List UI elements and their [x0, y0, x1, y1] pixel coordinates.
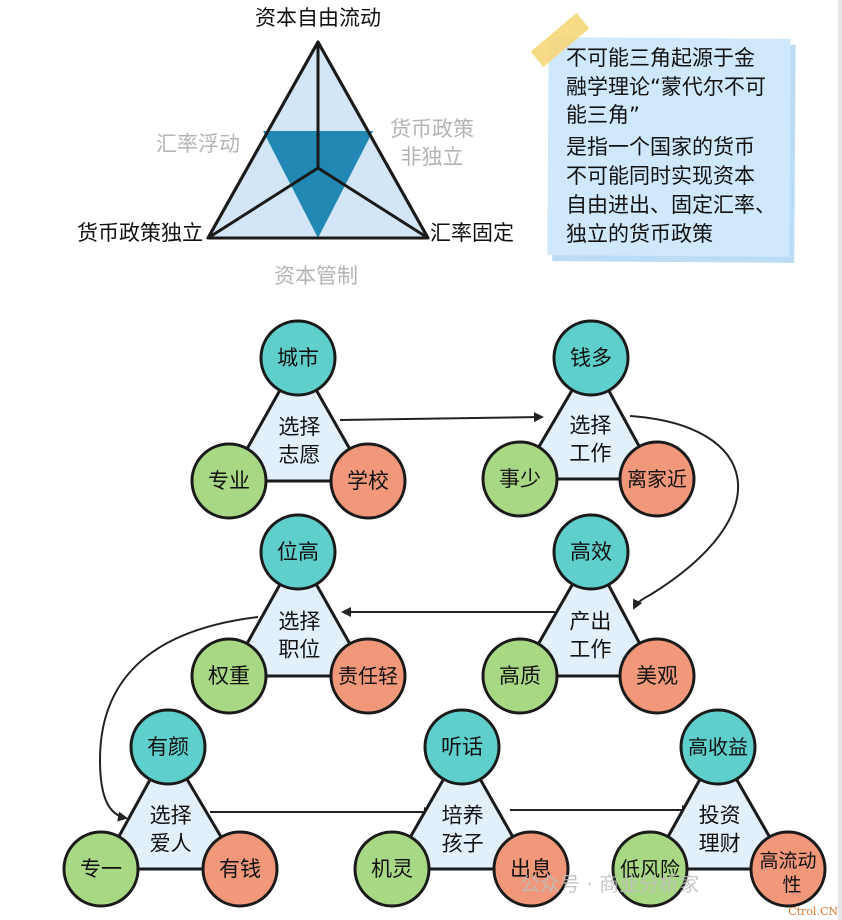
top-node-label: 高收益: [688, 735, 748, 759]
triad-center-label: 孩子: [442, 831, 484, 855]
vertex-top-label: 资本自由流动: [255, 6, 381, 30]
triad-triangle: [227, 356, 370, 483]
right-node-circle: [201, 830, 279, 908]
triad-center-label: 投资: [699, 803, 741, 827]
right-node-label: 美观: [636, 664, 678, 688]
triad-center-label: 理财: [699, 831, 741, 855]
triad-center-label: 选择: [278, 415, 320, 439]
top-node-label: 高效: [570, 540, 612, 564]
left-node-label: 专一: [80, 857, 122, 881]
top-node-label: 听话: [441, 735, 483, 759]
triad-center-label: 职位: [278, 638, 320, 662]
right-node-circle: [492, 830, 570, 908]
left-node-label: 高质: [499, 664, 541, 688]
left-node-circle: [190, 637, 268, 715]
triad-center-label: 工作: [569, 638, 611, 662]
note-line-7: 独立的货币政策: [566, 222, 713, 246]
right-node-circle: [618, 637, 696, 715]
triad-center-label: 工作: [569, 442, 611, 466]
right-node-circle: [618, 440, 696, 518]
note-line-5: 不可能同时实现资本: [566, 164, 755, 188]
top-node-circle: [423, 708, 501, 786]
site-watermark: Ctrol.CN: [788, 905, 838, 918]
right-node-label: 有钱: [219, 857, 261, 881]
triad-center-label: 产出: [569, 610, 611, 634]
top-node-circle: [552, 319, 630, 397]
triad-center-label: 爱人: [150, 831, 192, 855]
triad-triangle: [518, 550, 659, 678]
right-node-label: 出息: [510, 857, 552, 881]
top-node-circle: [259, 513, 337, 591]
trilemma-center-triangle: [263, 131, 373, 238]
triad-center-label: 志愿: [278, 443, 320, 467]
top-node-label: 城市: [277, 346, 319, 370]
triad-triangle: [518, 356, 659, 481]
note-line-6: 自由进出、固定汇率、: [566, 193, 776, 217]
top-node-label: 位高: [277, 540, 319, 564]
top-node-circle: [552, 513, 630, 591]
left-node-label: 专业: [208, 469, 250, 493]
side-bottom-label: 资本管制: [274, 264, 358, 288]
right-node-circle: [329, 637, 407, 715]
triad-center-label: 选择: [569, 414, 611, 438]
triad-center-label: 选择: [278, 610, 320, 634]
right-node-label: 责任轻: [338, 664, 398, 688]
right-node-label: 离家近: [627, 467, 687, 491]
triad-groups: 选择志愿城市专业学校选择工作钱多事少离家近选择职位位高权重责任轻产出工作高效高质…: [62, 319, 827, 908]
left-node-circle: [353, 830, 431, 908]
note-line-3: 能三角”: [566, 103, 640, 127]
side-right-label-1: 货币政策: [390, 117, 474, 141]
vertex-left-label: 货币政策独立: [77, 221, 203, 245]
wechat-watermark: 公众号 · 商业分析家: [520, 872, 700, 896]
arrow-g2-g4: [629, 415, 740, 610]
right-node-circle: [749, 830, 827, 908]
trilemma-triangle: [206, 40, 430, 240]
left-node-circle: [611, 830, 689, 908]
triad-triangle: [99, 745, 242, 871]
note-line-4: 是指一个国家的货币: [566, 135, 755, 159]
left-node-circle: [190, 442, 268, 520]
note-line-1: 不可能三角起源于金: [566, 46, 755, 70]
right-node-circle: [329, 442, 407, 520]
left-node-circle: [481, 440, 559, 518]
top-node-circle: [679, 708, 757, 786]
top-node-circle: [259, 319, 337, 397]
top-node-circle: [129, 708, 207, 786]
left-node-label: 事少: [499, 467, 541, 491]
vertex-right-label: 汇率固定: [430, 221, 514, 245]
left-node-label: 机灵: [371, 857, 413, 881]
side-left-label: 汇率浮动: [156, 132, 240, 156]
left-node-circle: [62, 830, 140, 908]
arrow-g3-g5: [98, 616, 259, 822]
arrow-g1-g2: [339, 412, 544, 423]
triad-center-label: 培养: [442, 803, 484, 827]
triad-triangle: [227, 550, 370, 678]
note-line-2: 融学理论“蒙代尔不可: [566, 75, 766, 99]
top-node-label: 钱多: [570, 346, 612, 370]
triad-triangle: [390, 745, 533, 871]
scrollbar[interactable]: [838, 0, 842, 920]
flow-arrows: [98, 412, 740, 822]
left-node-circle: [481, 637, 559, 715]
left-node-label: 权重: [208, 664, 250, 688]
right-node-label: 学校: [347, 469, 389, 493]
triad-triangle: [648, 745, 790, 871]
triad-center-label: 选择: [150, 803, 192, 827]
top-node-label: 有颜: [147, 735, 189, 759]
side-right-label-2: 非独立: [401, 145, 464, 169]
right-node-label-cont: 性: [782, 874, 801, 896]
right-node-label: 高流动: [759, 850, 816, 872]
left-node-label: 低风险: [620, 857, 680, 881]
